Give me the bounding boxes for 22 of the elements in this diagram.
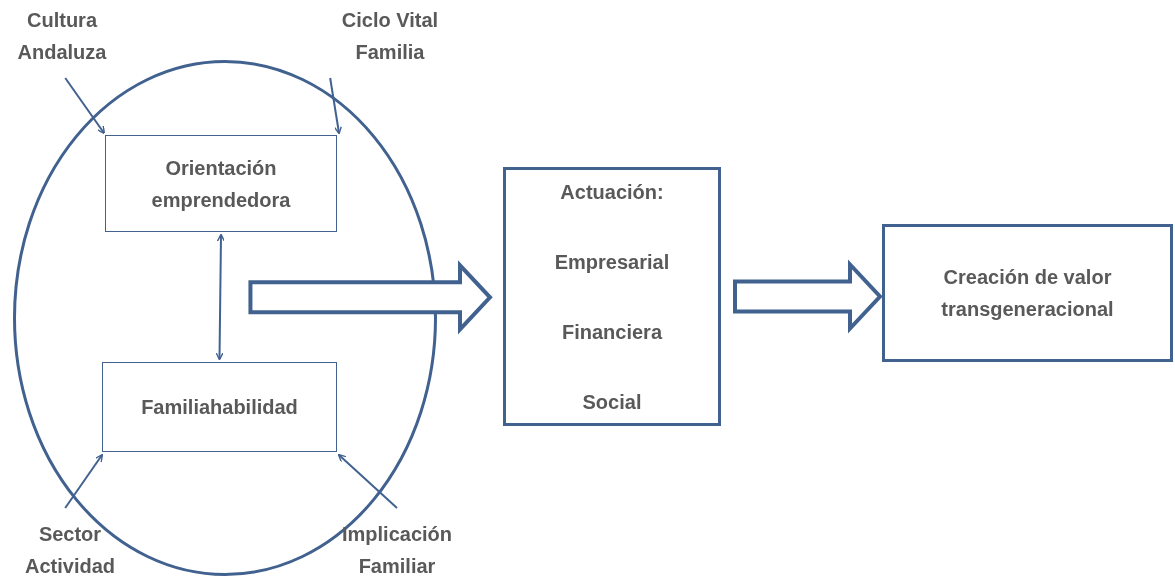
node-text: Creación de valor transgeneracional <box>940 265 1115 322</box>
node-text: Actuación: <box>559 179 665 205</box>
node-text: Orientación emprendedora <box>150 155 292 213</box>
arrow <box>64 453 104 509</box>
node-text: Sector Actividad <box>24 521 116 577</box>
arrow <box>329 77 343 135</box>
process-box <box>503 167 721 426</box>
arrow <box>337 453 398 509</box>
node-text: Familiahabilidad <box>140 395 299 420</box>
node-text: Cultura Andaluza <box>16 8 108 65</box>
block-arrow <box>733 259 883 334</box>
process-box <box>102 362 337 452</box>
process-box <box>882 224 1173 362</box>
node-text: Empresarial <box>553 249 671 275</box>
block-arrow <box>248 260 493 335</box>
node-text: Ciclo Vital Familia <box>340 8 440 65</box>
arrow <box>64 77 106 135</box>
process-box <box>105 135 337 232</box>
node-text: Social <box>581 389 643 415</box>
arrow <box>215 233 226 361</box>
node-text: Implicación Familiar <box>341 521 453 577</box>
node-text: Financiera <box>560 319 664 345</box>
